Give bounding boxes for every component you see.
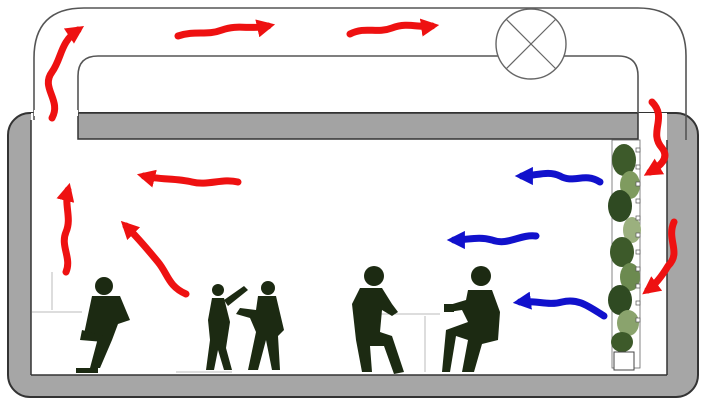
warm-air-flow [44, 18, 678, 298]
children-playing [206, 281, 284, 370]
plant-wall-icon [608, 139, 641, 371]
ceiling-slab [77, 112, 639, 140]
cool-air-flow [446, 166, 608, 320]
man-seated-eating [442, 266, 500, 372]
furniture [32, 272, 440, 373]
warm-air-arrow [642, 218, 678, 295]
warm-air-arrow [643, 98, 669, 176]
warm-air-arrow [346, 18, 440, 38]
cool-air-arrow [512, 291, 608, 320]
warm-air-arrow [120, 220, 190, 298]
cool-air-arrow [514, 166, 604, 186]
cool-air-arrow [446, 230, 540, 250]
fan-icon [495, 8, 567, 80]
duct-inner [77, 55, 639, 113]
man-seated-reading [76, 277, 130, 373]
warm-air-arrow [56, 182, 75, 276]
room-interior [31, 113, 667, 375]
warm-air-arrow [136, 169, 242, 188]
warm-air-arrow [174, 19, 276, 40]
occupants [76, 266, 500, 374]
man-seated-laptop [352, 266, 404, 374]
duct-outer [33, 7, 687, 140]
warm-air-arrow [44, 25, 85, 122]
